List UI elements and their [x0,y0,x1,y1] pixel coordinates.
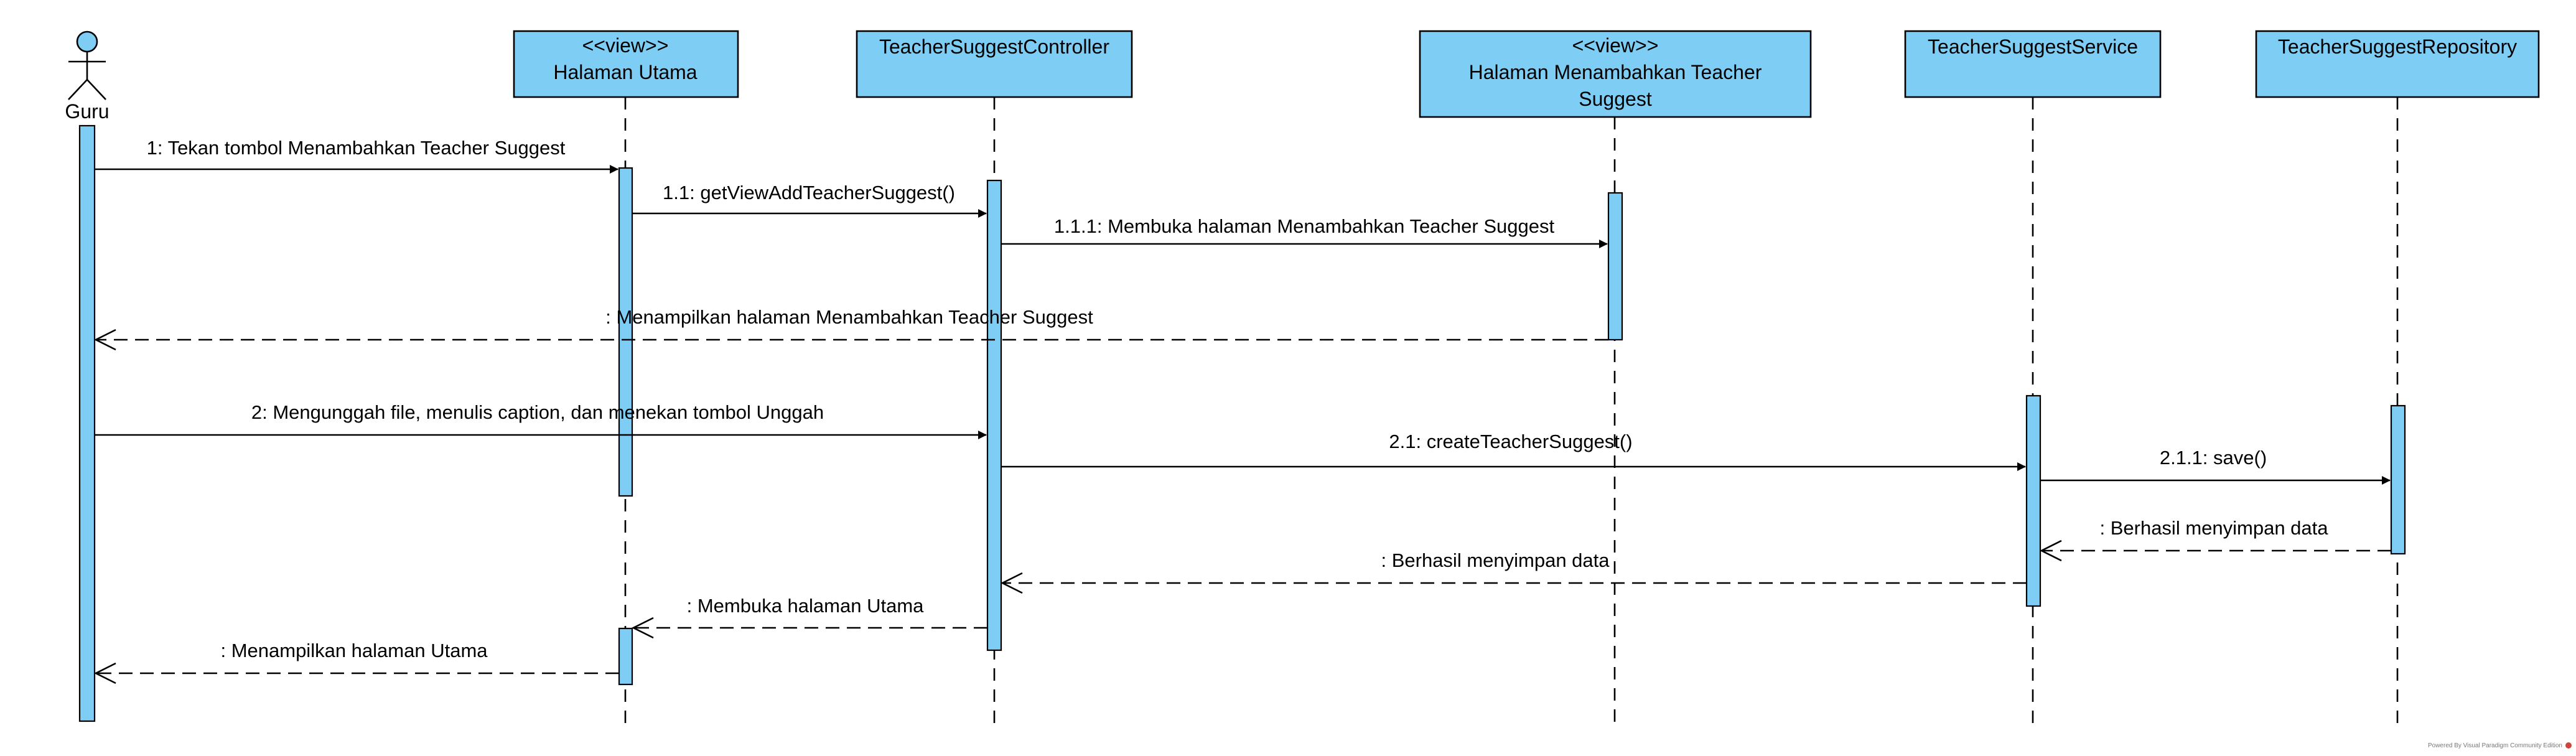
footer: Powered By Visual Paradigm Community Edi… [2428,742,2572,749]
message-label: : Berhasil menyimpan data [1381,549,1610,571]
activation-halaman-menambahkan[interactable] [1607,192,1623,341]
lifeline-name: TeacherSuggestService [1928,35,2138,58]
lifeline-box-halaman-utama[interactable]: <<view>> Halaman Utama [513,30,739,98]
message-label: 1.1: getViewAddTeacherSuggest() [663,182,955,203]
activations [78,124,2406,722]
message-label: : Menampilkan halaman Menambahkan Teache… [605,306,1093,328]
activation-service[interactable] [2025,394,2042,607]
message-label: 2: Mengunggah file, menulis caption, dan… [251,401,824,423]
stereotype-label: <<view>> [582,34,669,57]
message-2[interactable]: 2: Mengunggah file, menulis caption, dan… [95,401,987,439]
message-2-1-1[interactable]: 2.1.1: save() [2040,447,2391,485]
message-label: 2.1.1: save() [2160,447,2267,469]
return-message-4[interactable]: : Membuka halaman Utama [632,595,987,639]
return-message-5[interactable]: : Menampilkan halaman Utama [94,640,619,684]
lifeline-box-repository[interactable]: TeacherSuggestRepository [2255,30,2540,98]
message-label: 1: Tekan tombol Menambahkan Teacher Sugg… [147,137,566,159]
message-2-1[interactable]: 2.1: createTeacherSuggest() [1001,431,2026,471]
activation-halaman-utama-2[interactable] [618,627,633,686]
message-label: : Membuka halaman Utama [687,595,925,617]
message-1[interactable]: 1: Tekan tombol Menambahkan Teacher Sugg… [95,137,618,174]
message-label: : Berhasil menyimpan data [2099,517,2328,539]
open-arrowhead [1001,572,1023,594]
open-arrowhead [94,329,116,351]
lifeline-box-halaman-menambahkan[interactable]: <<view>> Halaman Menambahkan Teacher Sug… [1419,30,1812,118]
powered-by-text: Powered By Visual Paradigm Community Edi… [2428,742,2562,749]
lifeline-name: TeacherSuggestController [879,35,1109,58]
activation-controller[interactable] [986,179,1002,651]
stereotype-label: <<view>> [1572,34,1659,57]
lifeline-name: TeacherSuggestRepository [2278,35,2517,58]
activation-halaman-utama-1[interactable] [618,167,633,497]
lifelines [624,97,2399,725]
vp-logo-icon [2565,742,2572,749]
actor-guru[interactable]: Guru [65,30,110,123]
open-arrowhead [94,662,116,684]
actor-right-leg [86,79,106,100]
lifeline-box-controller[interactable]: TeacherSuggestController [856,30,1133,98]
return-message-3[interactable]: : Berhasil menyimpan data [1001,549,2027,594]
open-arrowhead [2040,539,2062,562]
actor-left-leg [68,79,88,100]
return-message-1[interactable]: : Menampilkan halaman Menambahkan Teache… [94,306,1608,351]
message-1-1-1[interactable]: 1.1.1: Membuka halaman Menambahkan Teach… [1001,215,1608,248]
message-label: : Menampilkan halaman Utama [220,640,488,661]
message-label: 1.1.1: Membuka halaman Menambahkan Teach… [1054,215,1555,237]
lifeline-name: Halaman Utama [553,61,697,83]
message-1-1[interactable]: 1.1: getViewAddTeacherSuggest() [632,182,987,218]
return-message-2[interactable]: : Berhasil menyimpan data [2040,517,2391,562]
activation-guru[interactable] [78,124,96,722]
open-arrowhead [632,617,654,639]
lifeline-box-service[interactable]: TeacherSuggestService [1904,30,2162,98]
actor-name: Guru [65,100,109,123]
lifeline-name-line-2: Suggest [1579,88,1652,110]
message-label: 2.1: createTeacherSuggest() [1389,431,1632,452]
lifeline-name-line-1: Halaman Menambahkan Teacher [1469,61,1762,83]
actor-head [76,30,98,53]
activation-repository[interactable] [2390,404,2406,555]
